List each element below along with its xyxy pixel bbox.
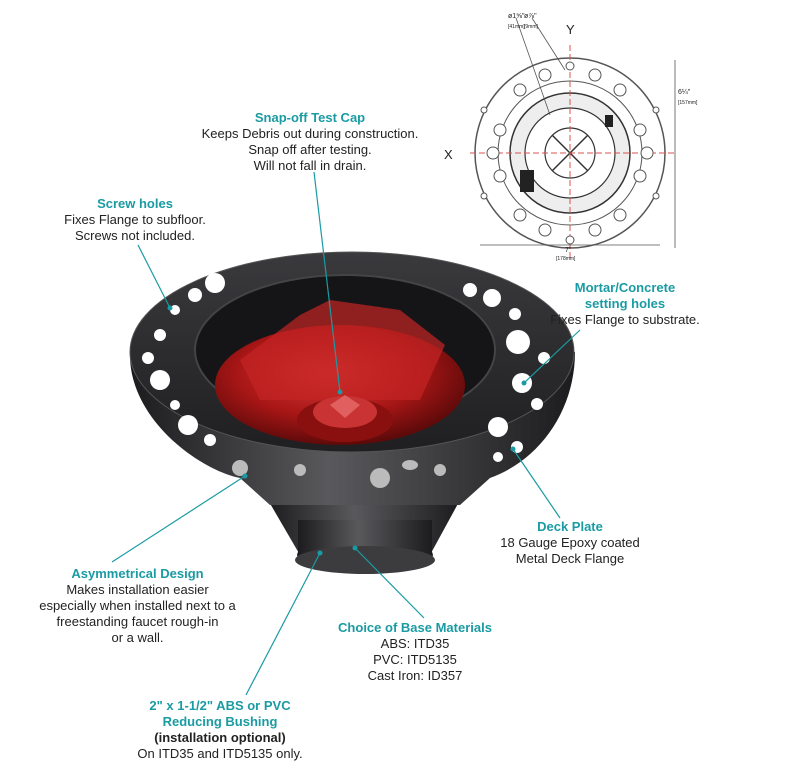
callout-body: On ITD35 and ITD5135 only.: [137, 746, 303, 761]
dim-bottom-mm: [178mm]: [556, 256, 576, 262]
callout-title: Snap-off Test Cap: [254, 110, 366, 125]
callout-title: Screw holes: [97, 196, 173, 211]
callout-body: Makes installation easier especially whe…: [39, 582, 236, 645]
callout-bushing: 2" x 1-1/2" ABS or PVC Reducing Bushing …: [120, 698, 320, 762]
dim-top-left-mm: [41mm]: [508, 24, 525, 30]
dim-bottom: 7": [565, 247, 572, 254]
leader-dots: [167, 305, 527, 556]
callout-note: (installation optional): [154, 730, 286, 745]
callout-body: Fixes Flange to substrate.: [550, 312, 700, 327]
test-cap: [215, 300, 465, 445]
leader-lines: [111, 171, 581, 696]
body-holes: [232, 460, 446, 488]
callout-title: Deck Plate: [537, 519, 603, 534]
drain-body: [268, 500, 460, 574]
dim-top-right: ø⅞": [524, 13, 537, 20]
callout-title: 2" x 1-1/2" ABS or PVC Reducing Bushing: [149, 698, 291, 729]
dim-top-right-mm: [9mm]: [524, 24, 539, 30]
callout-title: Asymmetrical Design: [71, 566, 204, 581]
callout-deck-plate: Deck Plate 18 Gauge Epoxy coated Metal D…: [480, 519, 660, 567]
axis-x-label: X: [444, 147, 453, 162]
dim-right-mm: [157mm]: [678, 100, 698, 106]
callout-title: Mortar/Concrete setting holes: [574, 280, 676, 311]
callout-title: Choice of Base Materials: [338, 620, 492, 635]
callout-base-materials: Choice of Base Materials ABS: ITD35 PVC:…: [320, 620, 510, 684]
callout-asymmetrical: Asymmetrical Design Makes installation e…: [20, 566, 255, 646]
callout-test-cap: Snap-off Test Cap Keeps Debris out durin…: [190, 110, 430, 174]
dim-right: 6¼": [678, 89, 691, 96]
callout-body: Fixes Flange to subfloor. Screws not inc…: [64, 212, 206, 243]
callout-mortar-holes: Mortar/Concrete setting holes Fixes Flan…: [530, 280, 720, 328]
axis-y-label: Y: [566, 22, 575, 37]
callout-body: ABS: ITD35 PVC: ITD5135 Cast Iron: ID357: [367, 636, 463, 683]
callout-body: 18 Gauge Epoxy coated Metal Deck Flange: [500, 535, 640, 566]
dim-top-left: ø1⅝": [508, 13, 525, 20]
technical-drawing: [470, 17, 676, 260]
callout-screw-holes: Screw holes Fixes Flange to subfloor. Sc…: [40, 196, 230, 244]
callout-body: Keeps Debris out during construction. Sn…: [201, 126, 419, 173]
